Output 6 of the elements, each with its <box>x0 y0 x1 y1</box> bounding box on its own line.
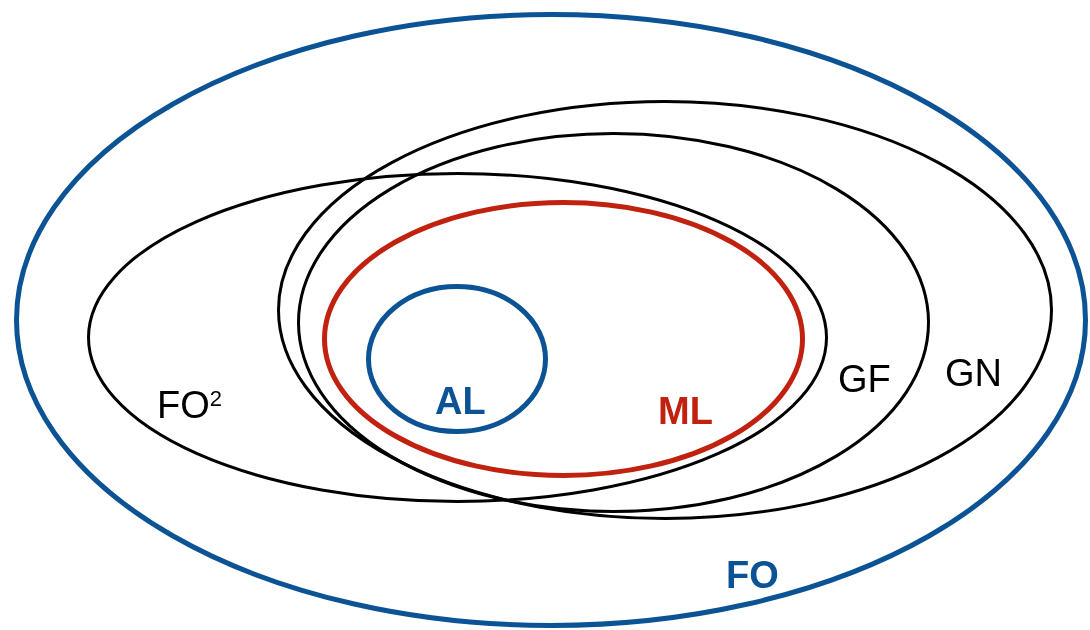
set-label: GF <box>838 360 891 398</box>
set-label: FO$^{2}$ <box>157 386 223 424</box>
set-label: GN <box>945 354 1002 392</box>
set-label: ML <box>658 392 713 430</box>
set-label: AL <box>435 382 486 420</box>
set-label: FO <box>726 556 779 594</box>
